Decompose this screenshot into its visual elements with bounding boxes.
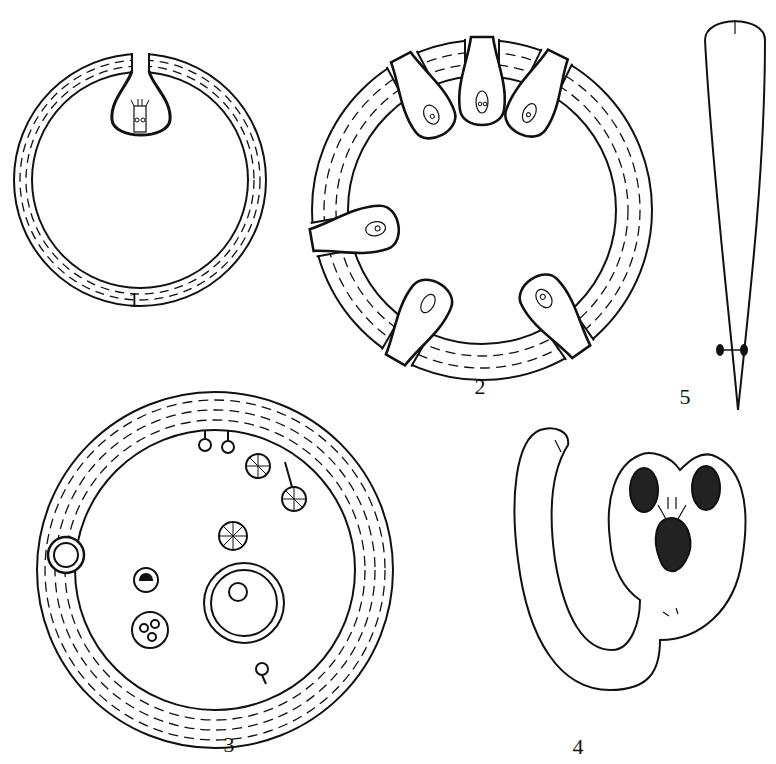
figure-number: 4 [573,734,584,760]
figure-number: 3 [224,732,235,758]
figure-number: 2 [475,374,486,400]
figure-number: 5 [680,384,691,410]
figure-number: 1 [129,287,140,313]
